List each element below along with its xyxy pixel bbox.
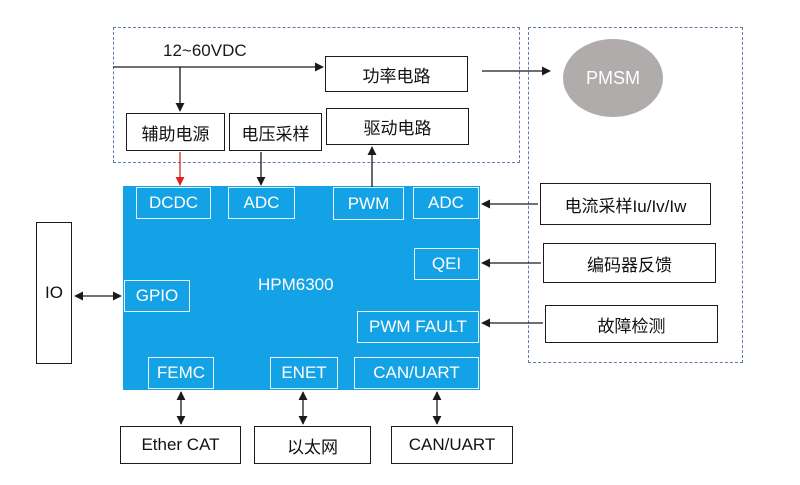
motor-side-group: [528, 27, 743, 363]
current-sampling-label: 电流采样Iu/Iv/Iw: [564, 196, 687, 216]
pmsm-motor: PMSM: [563, 39, 663, 117]
chip-name: HPM6300: [258, 275, 334, 294]
can-uart-block: CAN/UART: [391, 426, 513, 464]
port-femc: FEMC: [148, 357, 214, 389]
fault-detection-block: 故障检测: [545, 305, 718, 343]
port-qei: QEI: [414, 248, 479, 280]
port-gpio: GPIO: [124, 280, 190, 312]
ethernet-block: 以太网: [254, 426, 371, 464]
power-stage-group: [113, 27, 520, 163]
port-enet: ENET: [270, 357, 338, 389]
encoder-feedback-block: 编码器反馈: [543, 243, 716, 283]
port-can-uart: CAN/UART: [354, 357, 479, 389]
drive-circuit-block: 驱动电路: [326, 108, 469, 145]
supply-voltage-label: 12~60VDC: [163, 41, 247, 60]
aux-power-block: 辅助电源: [126, 113, 225, 151]
power-circuit-block: 功率电路: [325, 56, 468, 92]
port-pwm: PWM: [333, 187, 404, 220]
current-sampling-block: 电流采样Iu/Iv/Iw: [540, 183, 711, 225]
port-dcdc: DCDC: [136, 187, 211, 219]
port-adc-right: ADC: [413, 187, 479, 219]
mcu-chip: [123, 186, 480, 390]
motor-label: PMSM: [586, 67, 640, 88]
port-pwm-fault: PWM FAULT: [357, 311, 479, 343]
io-block: IO: [36, 222, 72, 364]
ethercat-block: Ether CAT: [120, 426, 241, 464]
voltage-sampling-block: 电压采样: [229, 113, 322, 151]
port-adc-left: ADC: [228, 187, 295, 219]
